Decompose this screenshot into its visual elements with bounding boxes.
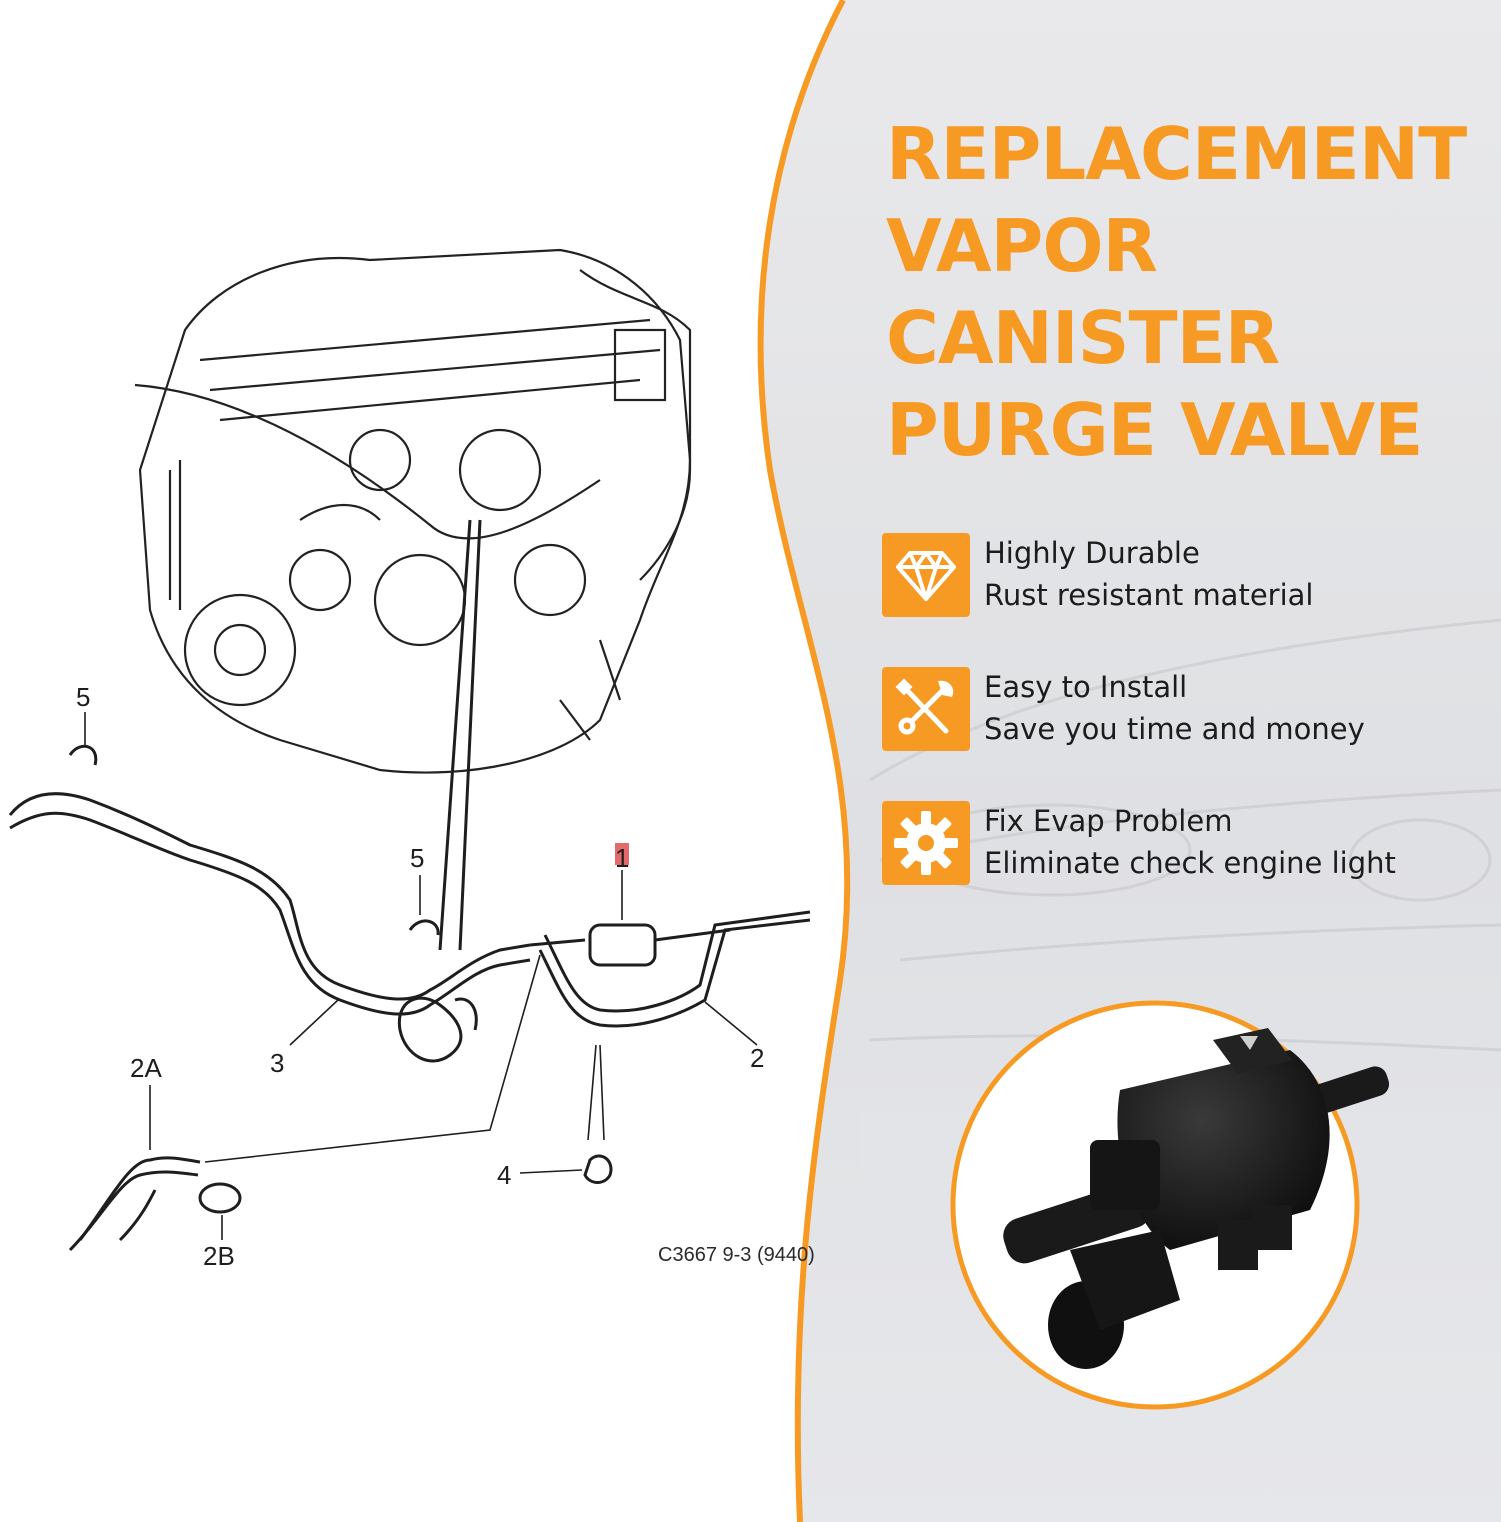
feature-title: Highly Durable — [984, 536, 1200, 570]
feature-install: Easy to Install Save you time and money — [882, 667, 1482, 751]
callout-1: 1 — [615, 843, 630, 873]
feature-subtitle: Rust resistant material — [984, 578, 1314, 612]
feature-title: Fix Evap Problem — [984, 804, 1233, 838]
headline: REPLACEMENT VAPOR CANISTER PURGE VALVE — [886, 108, 1486, 476]
diamond-icon — [896, 551, 956, 601]
badge — [882, 533, 970, 617]
hose-drawing — [8, 519, 811, 1252]
callout-4: 4 — [497, 1160, 512, 1190]
callout-2: 2 — [750, 1043, 765, 1073]
panel-border — [757, 0, 851, 1522]
feature-evap: Fix Evap Problem Eliminate check engine … — [882, 801, 1482, 885]
leader-lines — [84, 712, 758, 1240]
feature-title: Easy to Install — [984, 670, 1188, 704]
highlight-marker — [615, 843, 629, 865]
engine-drawing — [134, 248, 692, 774]
badge — [882, 801, 970, 885]
feature-durable: Highly Durable Rust resistant material — [882, 533, 1482, 617]
gear-icon — [894, 811, 958, 875]
tools-icon — [895, 678, 954, 735]
headline-line: PURGE VALVE — [886, 388, 1423, 472]
headline-line: VAPOR — [886, 204, 1158, 288]
callout-5-top: 5 — [76, 682, 91, 712]
callout-3: 3 — [270, 1048, 285, 1078]
diagram-code: C3667 9-3 (9440) — [658, 1244, 815, 1266]
callout-2a: 2A — [130, 1053, 162, 1083]
headline-line: REPLACEMENT — [886, 112, 1467, 196]
callout-5-mid: 5 — [410, 843, 425, 873]
purge-valve-photo — [1003, 1028, 1390, 1369]
headline-line: CANISTER — [886, 296, 1280, 380]
callout-2b: 2B — [203, 1241, 235, 1271]
feature-subtitle: Eliminate check engine light — [984, 846, 1396, 880]
badge — [882, 667, 970, 751]
feature-subtitle: Save you time and money — [984, 712, 1365, 746]
